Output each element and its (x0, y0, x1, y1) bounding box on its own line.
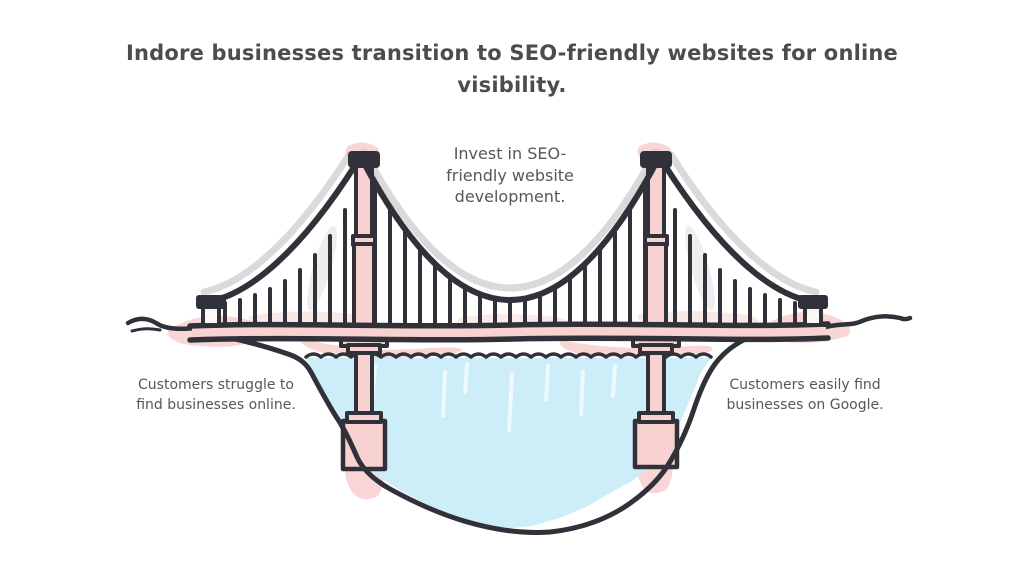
annotation-customers-struggle: Customers struggle to find businesses on… (136, 377, 296, 414)
annotation-invest: Invest in SEO-friendly website developme… (446, 144, 574, 207)
cable-shadow (200, 147, 820, 296)
cable-anchors (196, 295, 828, 327)
bridge-piers (339, 336, 681, 424)
river-water (306, 358, 711, 529)
pier-foundations (340, 418, 680, 472)
bridge-deck (187, 321, 831, 343)
page-title: Indore businesses transition to SEO-frie… (126, 41, 898, 97)
river-bank-outline (193, 328, 766, 535)
suspender-cables (223, 182, 797, 325)
annotation-customers-find: Customers easily find businesses on Goog… (726, 377, 884, 414)
bridge-towers (348, 151, 672, 330)
